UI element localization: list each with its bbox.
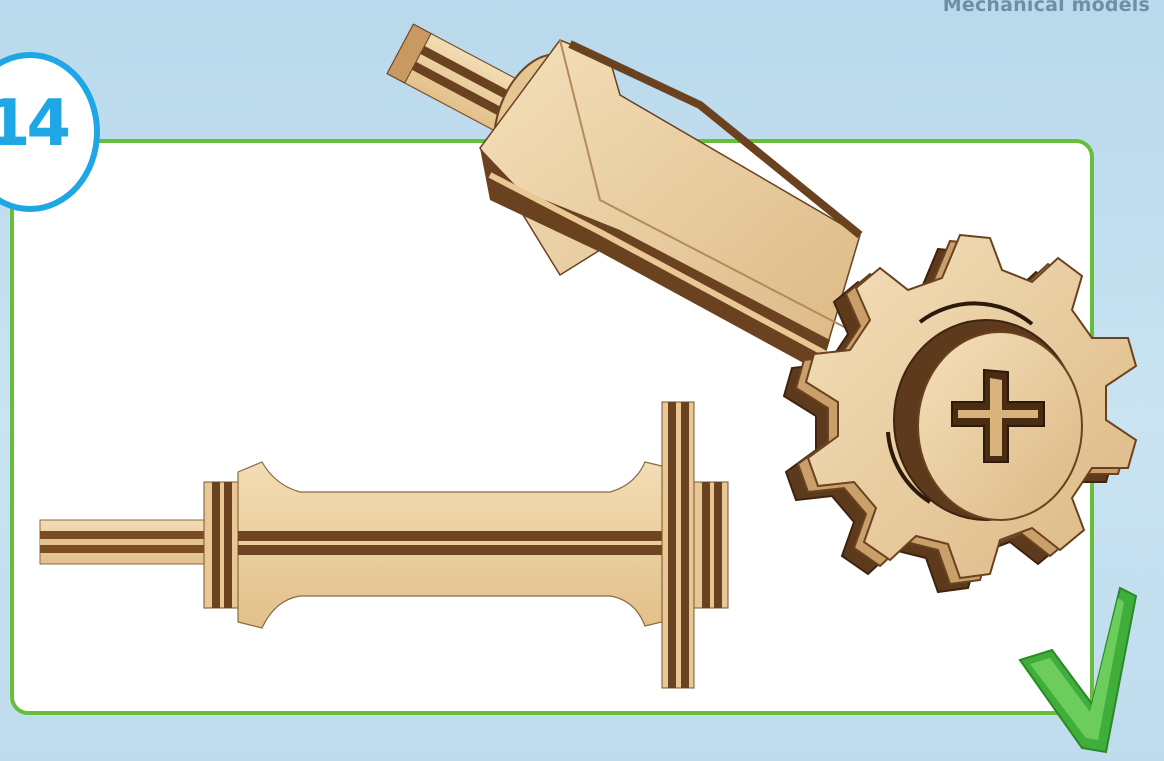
checkmark-icon <box>1020 588 1136 752</box>
axle-side-view <box>40 402 728 688</box>
